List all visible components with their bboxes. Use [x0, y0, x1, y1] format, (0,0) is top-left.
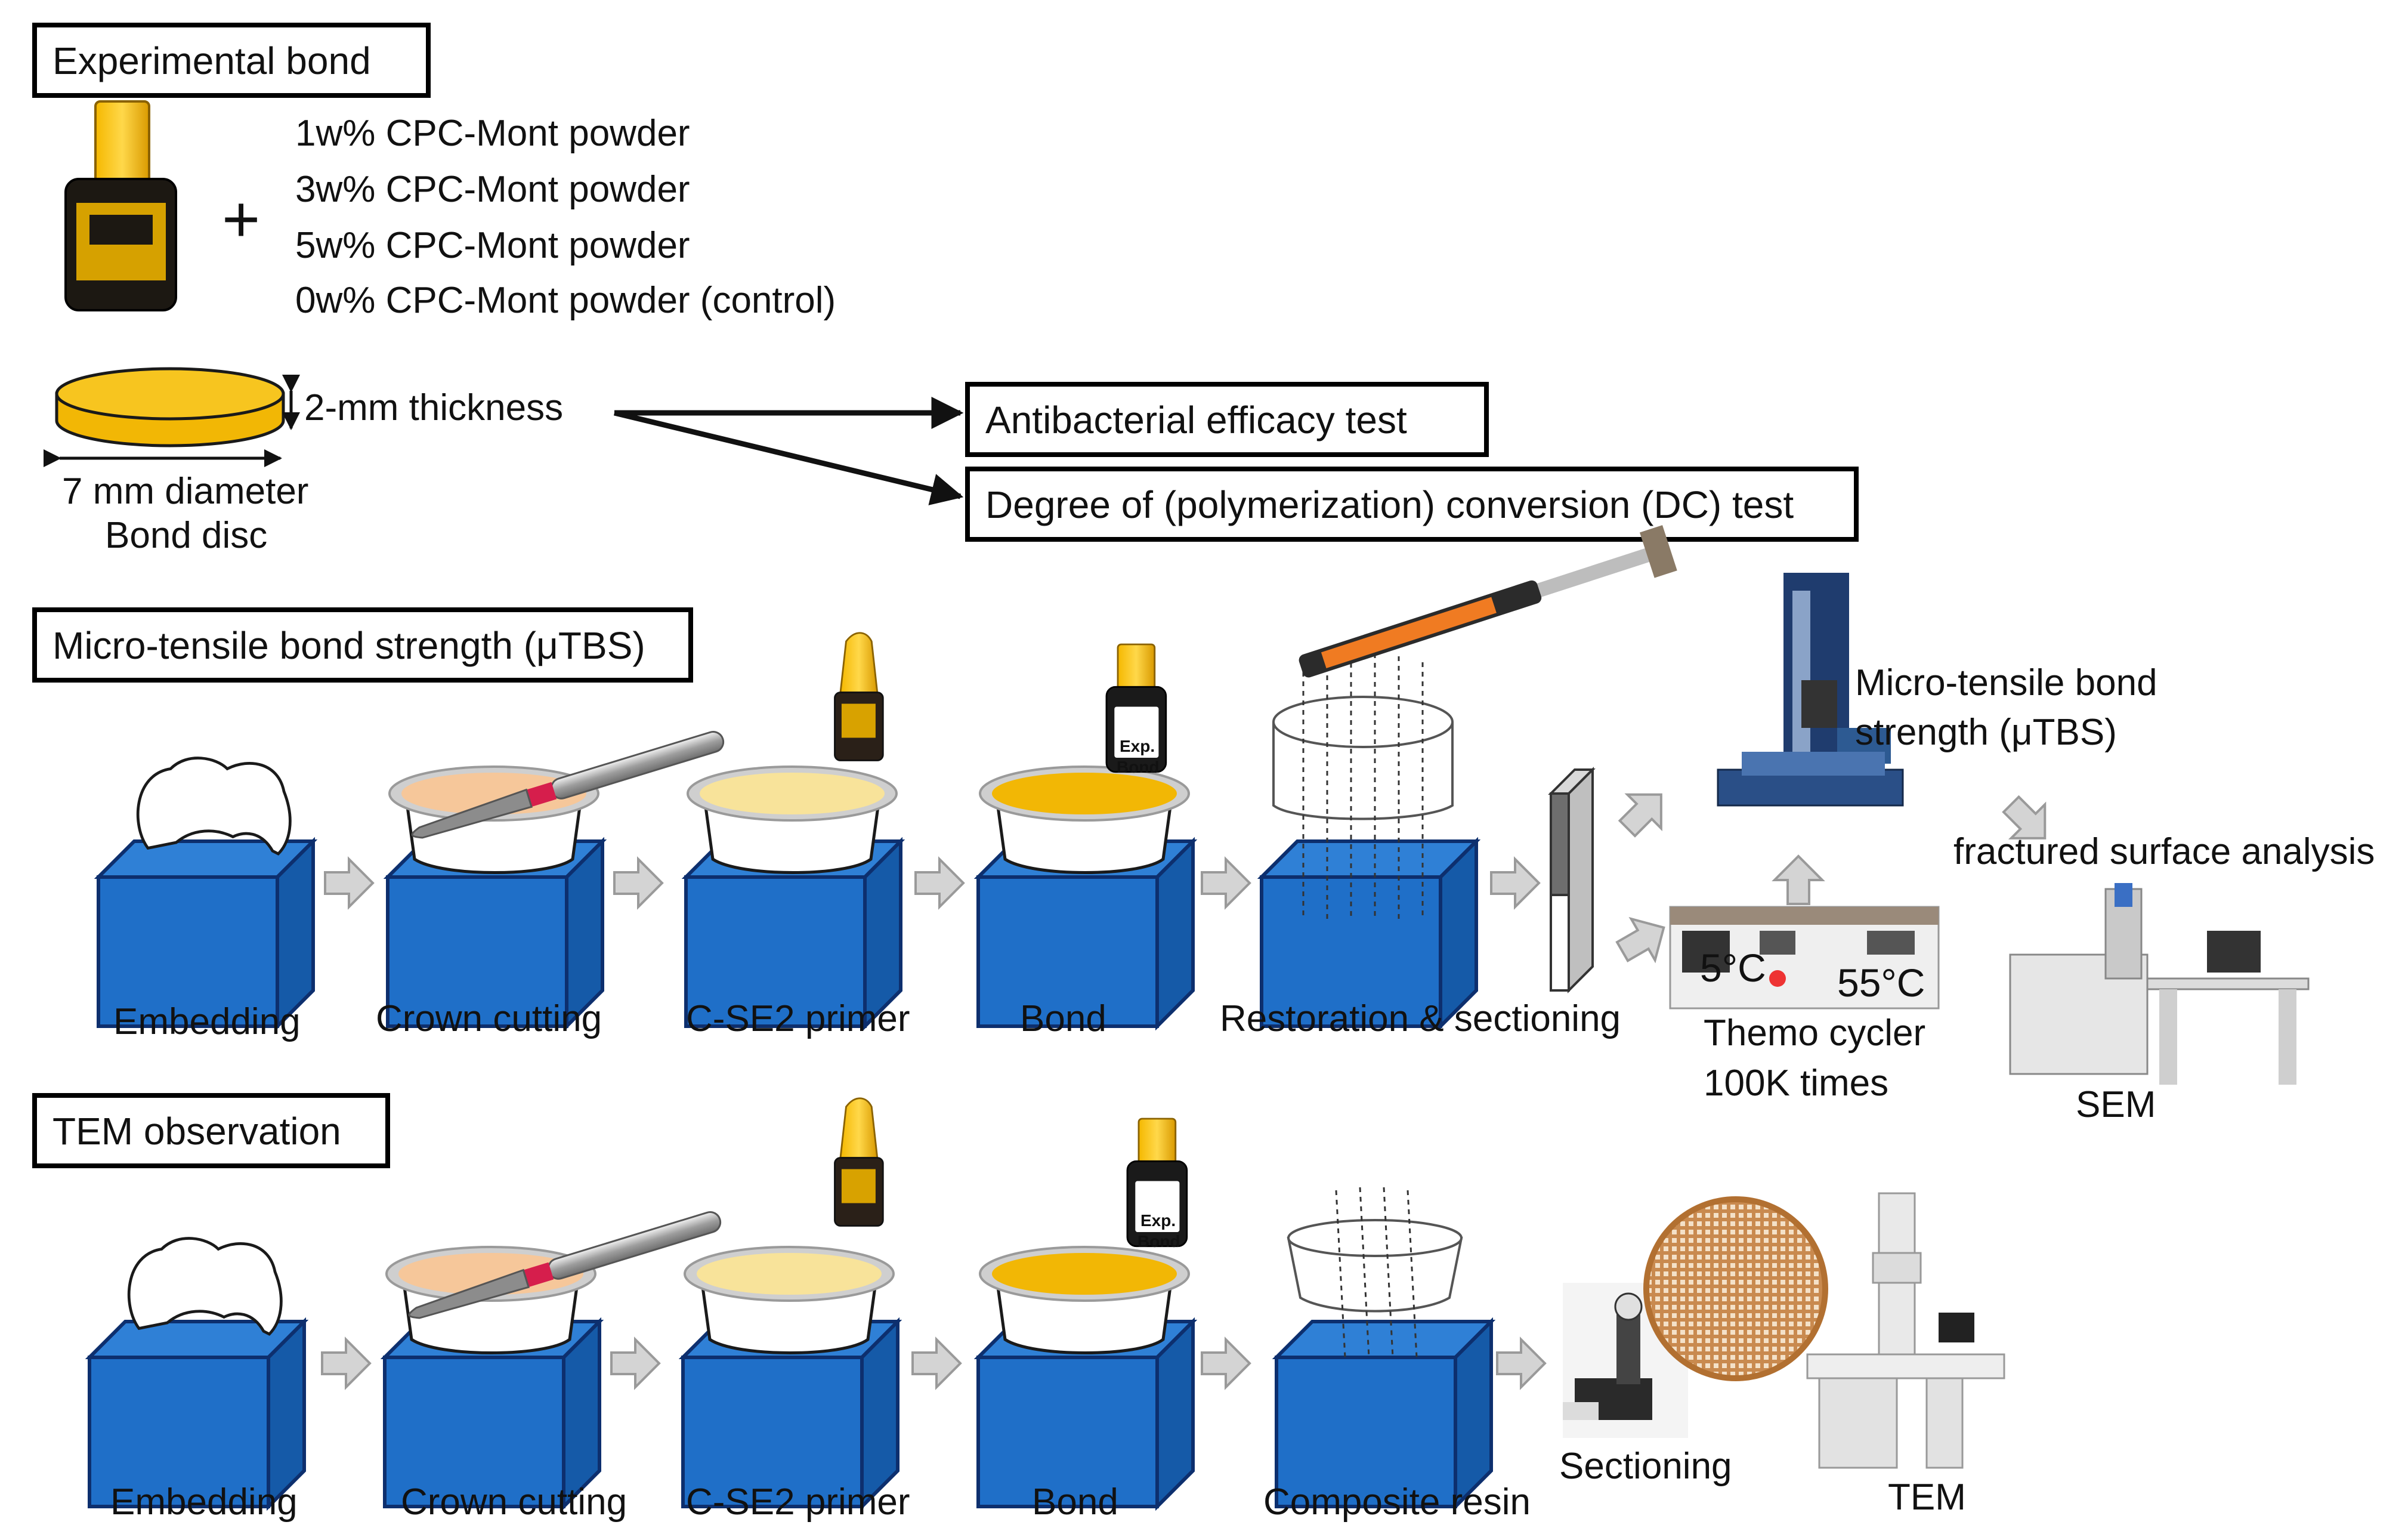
beam-specimen — [1548, 767, 1596, 993]
arrow-thermo-to-tester — [1773, 855, 1823, 905]
utbs-label-bond: Bond — [1020, 998, 1106, 1039]
utbs-label-embedding: Embedding — [113, 1001, 301, 1042]
powder-3w: 3w% CPC-Mont powder — [295, 169, 690, 210]
utbs-arrow-4 — [1201, 858, 1251, 908]
tem-label-crown-cutting: Crown cutting — [401, 1481, 627, 1523]
tem-label-embedding: Embedding — [110, 1481, 298, 1523]
plus-sign: + — [222, 183, 260, 256]
tem-crown-cutting-step — [385, 1208, 724, 1507]
tem-label-primer: C-SE2 primer — [686, 1481, 910, 1523]
utbs-section: Micro-tensile bond strength (μTBS) — [32, 525, 2375, 1125]
se-bond-bottle-image — [64, 100, 177, 311]
tem-bottle-label-1: Exp. — [1140, 1211, 1176, 1230]
thermo-temp-high: 55°C — [1837, 961, 1925, 1005]
powder-0w-control: 0w% CPC-Mont powder (control) — [295, 280, 836, 321]
sectioning-label: Sectioning — [1559, 1446, 1732, 1487]
tem-title: TEM observation — [52, 1110, 341, 1153]
sem-label: SEM — [2076, 1084, 2156, 1125]
tem-label: TEM — [1888, 1477, 1966, 1518]
antibacterial-box — [965, 382, 1489, 457]
experimental-bond-title: Experimental bond — [52, 39, 371, 82]
tem-bottle-label-2: Bond — [1137, 1232, 1180, 1251]
powder-5w: 5w% CPC-Mont powder — [295, 225, 690, 266]
experimental-bond-section: Experimental bond + 1w% CPC-Mont powder … — [32, 23, 836, 321]
arrow-to-tester — [1611, 777, 1678, 845]
utbs-primer-step — [686, 632, 901, 1026]
tem-instrument-image — [1806, 1192, 2005, 1469]
tensile-tester-image — [1717, 573, 1904, 807]
arrow-to-thermo — [1609, 906, 1677, 974]
tem-title-box — [32, 1093, 390, 1168]
tem-grid-icon — [1643, 1196, 1828, 1381]
tem-arrow-5 — [1496, 1338, 1546, 1388]
antibacterial-test-label: Antibacterial efficacy test — [985, 399, 1407, 442]
tem-primer-step — [683, 1097, 898, 1507]
utbs-label-crown-cutting: Crown cutting — [376, 998, 602, 1039]
experimental-bond-box — [32, 23, 431, 98]
thermo-label-2: 100K times — [1704, 1063, 1888, 1104]
tem-arrow-3 — [911, 1338, 962, 1388]
dc-test-box — [965, 467, 1859, 542]
arrow-to-dc — [613, 410, 964, 505]
bond-disc-top — [55, 367, 285, 421]
utbs-bond-step: Exp. Bond — [978, 643, 1193, 1026]
utbs-title-box — [32, 607, 693, 683]
thermo-cycler-image: 5°C 55°C — [1669, 906, 1940, 1010]
utbs-title: Micro-tensile bond strength (μTBS) — [52, 624, 645, 667]
tem-composite-step — [1276, 1187, 1491, 1507]
bond-disc-label: Bond disc — [105, 515, 267, 556]
utbs-restoration-step — [1262, 525, 1677, 1026]
tem-arrow-4 — [1201, 1338, 1251, 1388]
tem-bond-step: Exp. Bond — [978, 1118, 1193, 1507]
thickness-label: 2-mm thickness — [304, 387, 563, 428]
utbs-bottle-label-1: Exp. — [1120, 737, 1155, 755]
tem-arrow-2 — [610, 1338, 660, 1388]
dc-test-label: Degree of (polymerization) conversion (D… — [985, 483, 1794, 526]
tem-section: TEM observation Exp. Bond — [32, 1093, 2005, 1523]
thermo-label-1: Themo cycler — [1704, 1013, 1925, 1054]
thermo-temp-low: 5°C — [1700, 946, 1766, 990]
tem-arrow-1 — [321, 1338, 371, 1388]
utbs-label-restoration: Restoration & sectioning — [1220, 998, 1621, 1039]
tester-label-1: Micro-tensile bond — [1855, 662, 2157, 703]
fracture-analysis-label: fractured surface analysis — [1953, 831, 2375, 872]
tem-label-bond: Bond — [1032, 1481, 1118, 1523]
tem-embedding-step — [89, 1239, 304, 1507]
utbs-crown-cutting-step — [388, 728, 727, 1026]
utbs-arrow-1 — [324, 858, 374, 908]
utbs-arrow-3 — [914, 858, 965, 908]
tem-label-composite: Composite resin — [1263, 1481, 1531, 1523]
utbs-label-primer: C-SE2 primer — [686, 998, 910, 1039]
bond-disc-group: 2-mm thickness 7 mm diameter Bond disc — [44, 367, 563, 556]
utbs-arrow-2 — [613, 858, 663, 908]
sem-image — [2009, 883, 2310, 1085]
tester-label-2: strength (μTBS) — [1855, 712, 2117, 753]
utbs-embedding-step — [98, 758, 313, 1026]
powder-1w: 1w% CPC-Mont powder — [295, 113, 690, 154]
utbs-arrow-5 — [1490, 858, 1540, 908]
utbs-bottle-label-2: Bond — [1117, 758, 1160, 776]
diameter-label: 7 mm diameter — [62, 471, 308, 512]
